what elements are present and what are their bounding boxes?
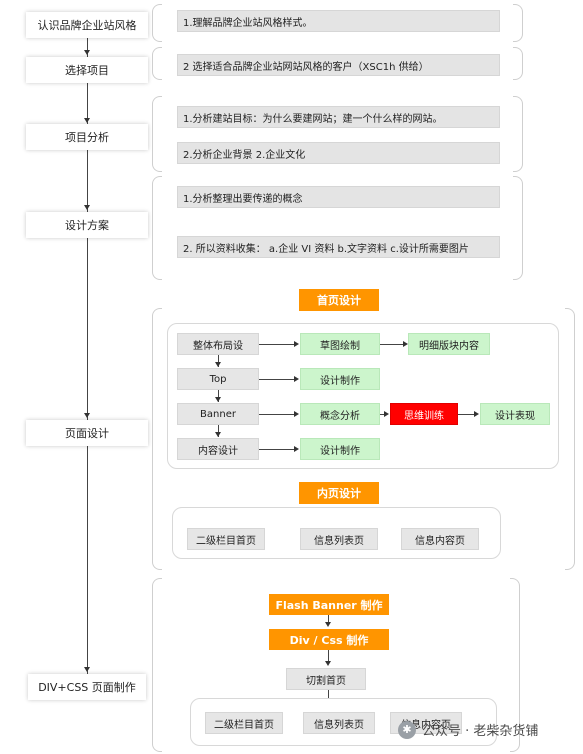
divcss-list-box: 信息列表页 bbox=[303, 712, 375, 734]
stage-recognize: 认识品牌企业站风格 bbox=[26, 12, 148, 38]
concept-box: 概念分析 bbox=[300, 403, 380, 425]
flash-banner-box: Flash Banner 制作 bbox=[269, 594, 389, 615]
bracket-right bbox=[513, 176, 523, 280]
inner-content-box: 信息内容页 bbox=[401, 528, 479, 550]
homepage-design-header: 首页设计 bbox=[299, 289, 379, 311]
mind-training-box: 思维训练 bbox=[390, 403, 458, 425]
arrow-down-icon bbox=[84, 50, 90, 55]
arrow-right-icon bbox=[384, 411, 389, 417]
stage-page-design: 页面设计 bbox=[26, 420, 148, 446]
bracket-left bbox=[152, 47, 162, 80]
design-make-box-2: 设计制作 bbox=[300, 438, 380, 460]
sketch-box: 草图绘制 bbox=[300, 333, 380, 355]
connector-line bbox=[328, 615, 329, 625]
top-box: Top bbox=[177, 368, 259, 390]
stage-select: 选择项目 bbox=[26, 57, 148, 83]
connector-line bbox=[218, 390, 219, 402]
banner-box: Banner bbox=[177, 403, 259, 425]
desc-plan-2: 2. 所以资料收集： a.企业 VI 资料 b.文字资料 c.设计所需要图片 bbox=[177, 236, 500, 258]
arrow-down-icon bbox=[84, 205, 90, 210]
desc-analysis-2: 2.分析企业背景 2.企业文化 bbox=[177, 142, 500, 164]
connector-line bbox=[259, 379, 295, 380]
main-flow-line bbox=[87, 38, 88, 681]
inner-design-header: 内页设计 bbox=[299, 482, 379, 504]
arrow-down-icon bbox=[325, 661, 331, 666]
connector-line bbox=[259, 414, 295, 415]
connector-line bbox=[458, 414, 475, 415]
desc-plan-1: 1.分析整理出要传递的概念 bbox=[177, 186, 500, 208]
bracket-right bbox=[513, 4, 523, 42]
bracket-left bbox=[152, 308, 162, 570]
content-design-box: 内容设计 bbox=[177, 438, 259, 460]
watermark-text: 公众号 · 老柴杂货铺 bbox=[422, 724, 539, 739]
bracket-left bbox=[152, 96, 162, 172]
design-make-box-1: 设计制作 bbox=[300, 368, 380, 390]
connector-line bbox=[259, 344, 295, 345]
connector-line bbox=[259, 449, 295, 450]
connector-line bbox=[218, 425, 219, 437]
bracket-left bbox=[152, 4, 162, 42]
inner-secondary-box: 二级栏目首页 bbox=[187, 528, 265, 550]
divcss-secondary-box: 二级栏目首页 bbox=[205, 712, 283, 734]
arrow-down-icon bbox=[215, 362, 221, 367]
inner-list-box: 信息列表页 bbox=[300, 528, 378, 550]
desc-select: 2 选择适合品牌企业站网站风格的客户（XSC1h 供给） bbox=[177, 54, 500, 76]
arrow-down-icon bbox=[215, 397, 221, 402]
arrow-right-icon bbox=[294, 446, 299, 452]
connector-line bbox=[380, 414, 385, 415]
arrow-right-icon bbox=[294, 411, 299, 417]
stage-analysis: 项目分析 bbox=[26, 124, 148, 150]
arrow-down-icon bbox=[84, 413, 90, 418]
arrow-right-icon bbox=[474, 411, 479, 417]
connector-line bbox=[380, 344, 404, 345]
desc-recognize: 1.理解品牌企业站风格样式。 bbox=[177, 10, 500, 32]
div-css-box: Div / Css 制作 bbox=[269, 629, 389, 650]
watermark: ✱ 公众号 · 老柴杂货铺 bbox=[398, 720, 538, 739]
bracket-right bbox=[565, 308, 575, 570]
arrow-down-icon bbox=[84, 118, 90, 123]
desc-analysis-1: 1.分析建站目标：为什么要建网站；建一个什么样的网站。 bbox=[177, 106, 500, 128]
arrow-right-icon bbox=[403, 341, 408, 347]
bracket-left bbox=[152, 578, 162, 752]
connector-line bbox=[218, 355, 219, 367]
design-expression-box: 设计表现 bbox=[480, 403, 550, 425]
layout-box: 整体布局设 bbox=[177, 333, 259, 355]
arrow-down-icon bbox=[325, 622, 331, 627]
slice-homepage-box: 切割首页 bbox=[286, 668, 366, 690]
connector-line bbox=[328, 690, 329, 702]
arrow-down-icon bbox=[84, 667, 90, 672]
stage-div-css: DIV+CSS 页面制作 bbox=[28, 674, 146, 700]
stage-plan: 设计方案 bbox=[26, 212, 148, 238]
bracket-left bbox=[152, 176, 162, 280]
bracket-right bbox=[513, 96, 523, 172]
arrow-right-icon bbox=[294, 341, 299, 347]
wechat-icon: ✱ bbox=[398, 720, 416, 739]
connector-line bbox=[328, 650, 329, 662]
arrow-right-icon bbox=[294, 376, 299, 382]
bracket-right bbox=[513, 47, 523, 80]
detail-box: 明细版块内容 bbox=[408, 333, 490, 355]
arrow-down-icon bbox=[215, 432, 221, 437]
